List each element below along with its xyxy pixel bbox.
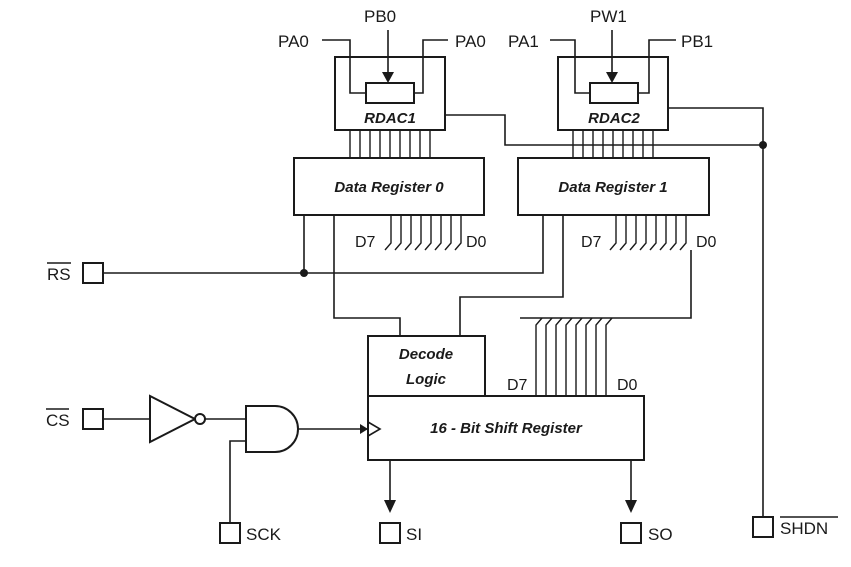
decode-logic-line2: Logic xyxy=(406,371,447,388)
rdac2-pb-label: PB1 xyxy=(681,32,713,51)
data-register-0-label: Data Register 0 xyxy=(334,179,444,196)
shdn-junction-dot xyxy=(759,141,767,149)
rdac1-pa-right-label: PA0 xyxy=(455,32,486,51)
and-gate xyxy=(245,405,299,453)
shdn-pin: SHDN xyxy=(752,516,838,538)
si-pin: SI xyxy=(379,522,422,544)
so-pin: SO xyxy=(620,522,673,544)
rs-pad xyxy=(82,262,104,284)
decode-logic-box xyxy=(367,335,486,397)
rs-junction-dot xyxy=(300,269,308,277)
si-pin-label: SI xyxy=(406,525,422,544)
data-register-1-d7-label: D7 xyxy=(581,234,602,251)
rdac2-wiper-label: PW1 xyxy=(590,7,627,26)
shift-register-d0-label: D0 xyxy=(617,377,638,394)
data-register-0-box xyxy=(293,157,485,216)
data-register-0-d0-label: D0 xyxy=(466,234,487,251)
cs-pin: CS xyxy=(46,408,104,430)
rdac2-label: RDAC2 xyxy=(588,110,640,127)
shift-register-label: 16 - Bit Shift Register xyxy=(430,420,583,437)
rdac1-pa-left-wire xyxy=(322,39,366,94)
rs-line xyxy=(104,215,544,274)
shift-output-to-data-register-1-wire xyxy=(520,250,692,319)
decode-to-data-register-0-wire xyxy=(333,215,401,336)
si-pad xyxy=(379,522,401,544)
clock-input-icon xyxy=(367,421,382,437)
sck-wire xyxy=(229,440,246,533)
shdn-pin-label: SHDN xyxy=(780,519,828,538)
rdac2-pb-wire xyxy=(638,39,676,94)
sck-pad xyxy=(219,522,241,544)
sck-pin-label: SCK xyxy=(246,525,282,544)
shift-register-d7-label: D7 xyxy=(507,377,528,394)
rdac1-wiper-arrow xyxy=(382,72,394,83)
rdac1-wiper-label: PB0 xyxy=(364,7,396,26)
data-register-0: Data Register 0 xyxy=(293,157,485,216)
rdac1-label: RDAC1 xyxy=(364,110,416,127)
rdac2-wiper-arrow xyxy=(606,72,618,83)
rs-pin-label: RS xyxy=(47,265,71,284)
inverter-gate xyxy=(149,394,206,444)
rdac2-pa-label: PA1 xyxy=(508,32,539,51)
data-register-1-input-bus xyxy=(609,215,687,251)
decode-logic-line1: Decode xyxy=(399,346,453,363)
data-register-1-d0-label: D0 xyxy=(696,234,717,251)
so-pin-label: SO xyxy=(648,525,673,544)
shdn-rdac2-wire xyxy=(668,107,764,517)
cs-pad xyxy=(82,408,104,430)
rdac1-data-bus xyxy=(349,130,431,158)
decode-to-data-register-1-wire xyxy=(459,215,564,336)
decode-logic-block: Decode Logic xyxy=(367,335,486,397)
shift-register-block: 16 - Bit Shift Register xyxy=(367,395,645,461)
rdac2-resistor xyxy=(589,82,639,104)
data-register-1-box xyxy=(517,157,710,216)
rdac1-pa-left-label: PA0 xyxy=(278,32,309,51)
shift-register-box xyxy=(367,395,645,461)
rdac2-data-bus xyxy=(572,130,654,158)
inverter-icon xyxy=(149,394,198,444)
rdac1-resistor xyxy=(365,82,415,104)
rdac1-pa-right-wire xyxy=(414,39,448,94)
rdac2-pa-wire xyxy=(550,39,590,94)
data-register-1-label: Data Register 1 xyxy=(558,179,667,196)
rs-pin: RS xyxy=(47,262,104,284)
shdn-pad xyxy=(752,516,774,538)
and-gate-icon xyxy=(245,405,299,453)
data-register-0-d7-label: D7 xyxy=(355,234,376,251)
so-arrow xyxy=(625,500,637,513)
data-register-1: Data Register 1 xyxy=(517,157,710,216)
cs-pin-label: CS xyxy=(46,411,70,430)
si-arrow xyxy=(384,500,396,513)
inverter-bubble-icon xyxy=(194,413,206,425)
clock-arrow xyxy=(360,424,368,434)
sck-pin: SCK xyxy=(219,522,282,544)
data-register-0-input-bus xyxy=(384,215,462,251)
shdn-rdac1-wire xyxy=(445,114,763,146)
shift-register-output-bus xyxy=(535,317,613,396)
so-pad xyxy=(620,522,642,544)
